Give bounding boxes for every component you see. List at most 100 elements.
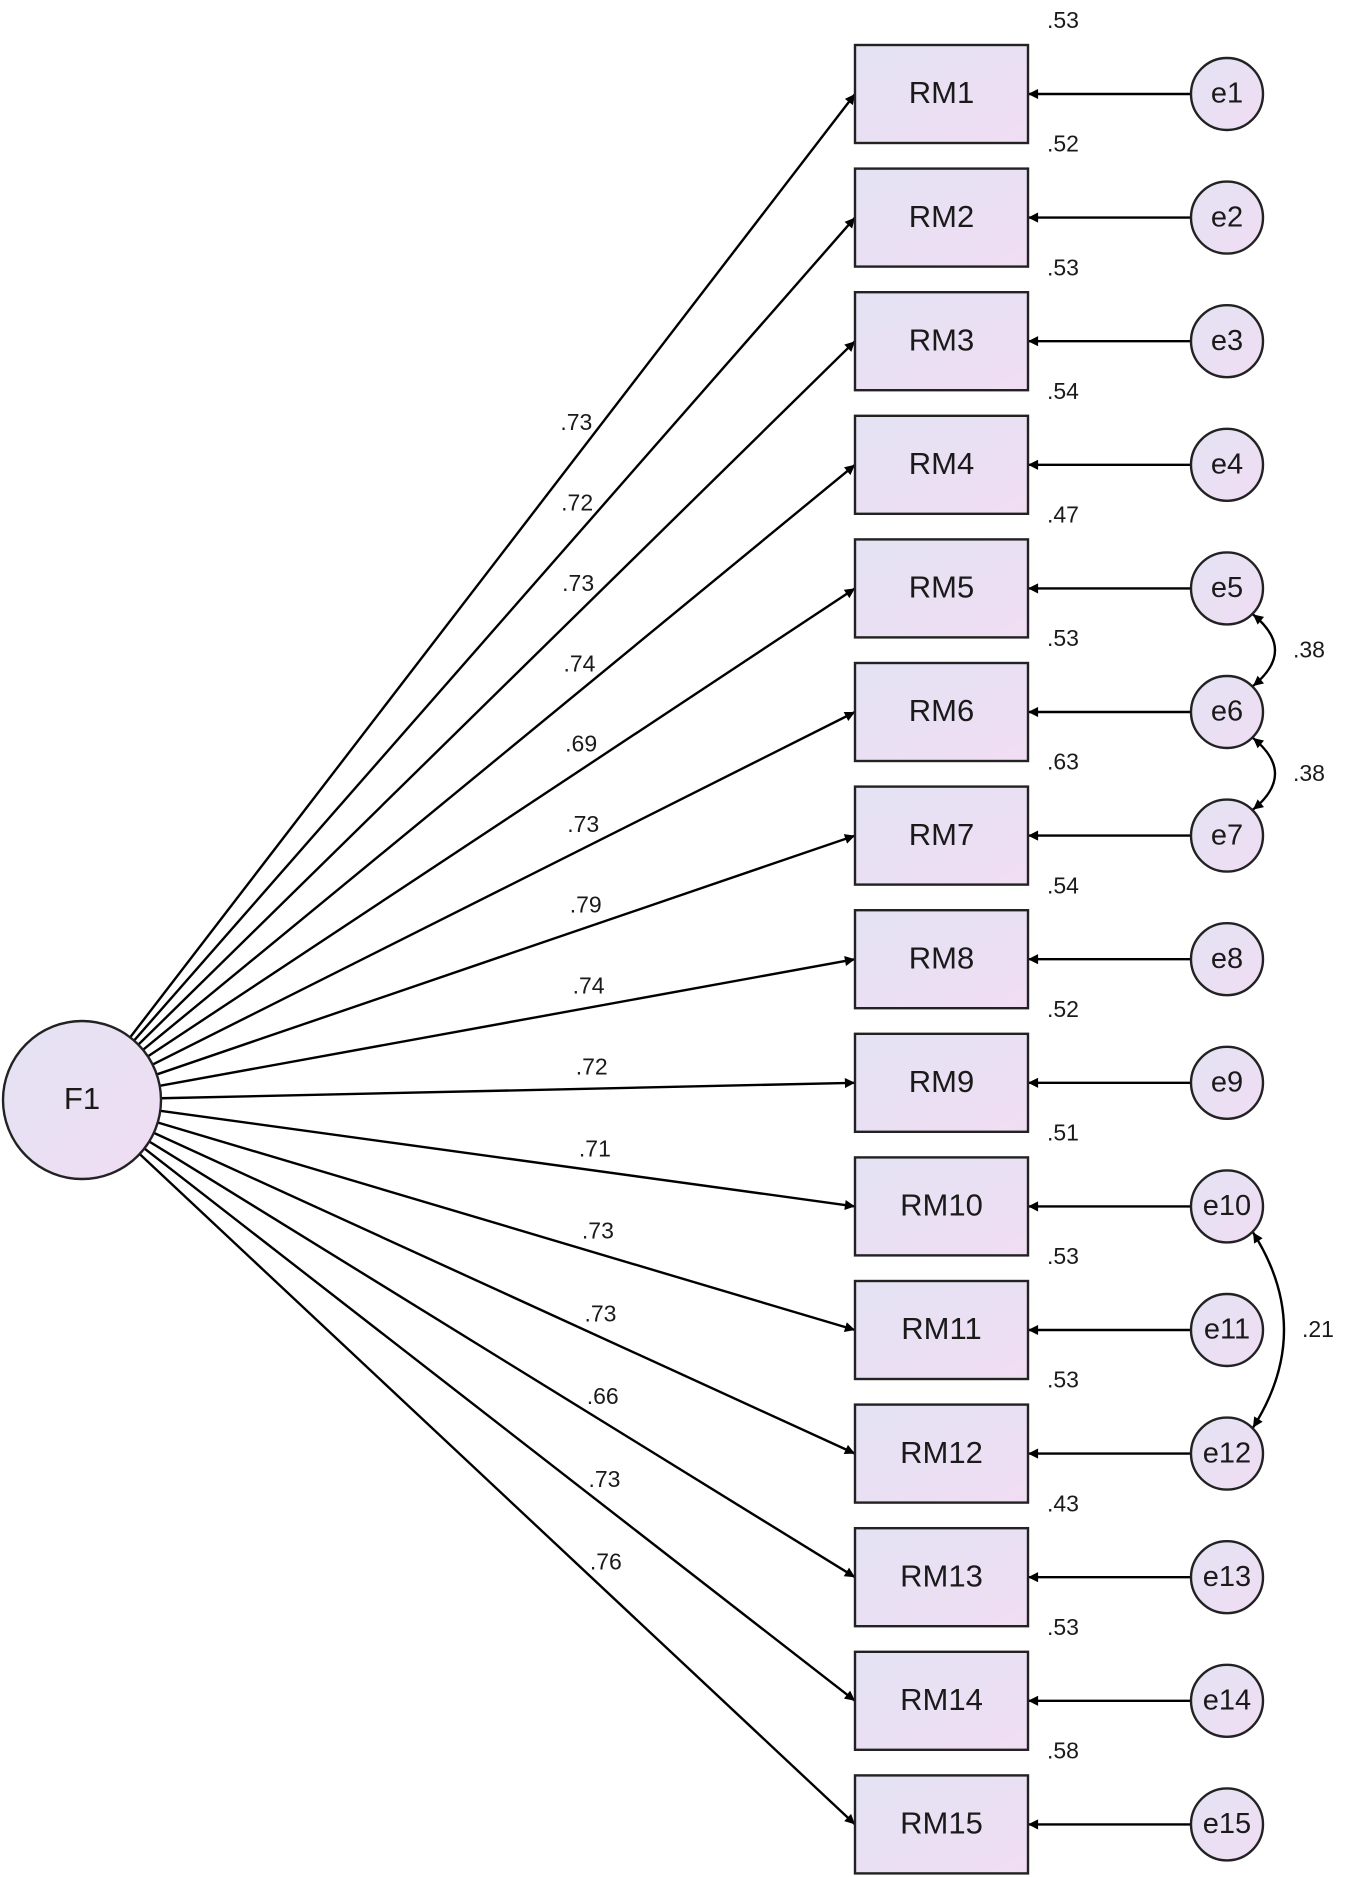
loading-path-rm5 [147, 587, 856, 1058]
r2-label-rm9: .52 [1047, 996, 1079, 1022]
loading-label-rm7: .79 [570, 892, 602, 918]
loading-label-rm13: .66 [587, 1383, 619, 1409]
error-label-e6: e6 [1211, 696, 1243, 728]
r2-label-rm6: .53 [1047, 625, 1079, 651]
loading-label-rm9: .72 [576, 1054, 608, 1080]
error-node-e5 [1189, 551, 1265, 626]
indicator-box-rm15 [853, 1774, 1030, 1875]
indicator-box-rm4 [853, 414, 1030, 515]
error-node-e2 [1189, 180, 1265, 255]
loading-path-rm4 [142, 463, 856, 1051]
loading-path-rm6 [152, 710, 856, 1066]
error-label-e15: e15 [1203, 1808, 1251, 1840]
indicator-label-rm5: RM5 [909, 570, 974, 605]
loading-path-rm1 [129, 93, 856, 1039]
r2-label-rm5: .47 [1047, 501, 1079, 527]
r2-label-rm1: .53 [1047, 7, 1079, 33]
error-node-e11 [1189, 1292, 1265, 1368]
r2-label-rm7: .63 [1047, 749, 1079, 775]
covariance-label-e5-e6: .38 [1293, 636, 1325, 662]
loading-label-rm1: .73 [560, 409, 592, 435]
r2-label-rm2: .52 [1047, 131, 1079, 157]
error-label-e5: e5 [1211, 572, 1243, 604]
covariance-label-e10-e12: .21 [1302, 1316, 1334, 1342]
loading-path-rm10 [160, 1109, 856, 1211]
factor-label: F1 [64, 1081, 100, 1116]
indicator-box-rm8 [853, 909, 1030, 1010]
loading-label-rm2: .72 [561, 490, 593, 516]
error-node-e4 [1189, 427, 1265, 502]
error-label-e14: e14 [1203, 1684, 1251, 1716]
r2-label-rm12: .53 [1047, 1367, 1079, 1393]
indicator-label-rm6: RM6 [909, 693, 974, 728]
error-node-e10 [1189, 1169, 1265, 1244]
loading-path-rm8 [159, 956, 856, 1088]
error-label-e1: e1 [1211, 78, 1243, 110]
loading-path-rm3 [137, 340, 856, 1046]
r2-label-rm4: .54 [1047, 378, 1079, 404]
indicator-box-rm2 [853, 167, 1030, 268]
indicator-label-rm14: RM14 [900, 1682, 983, 1717]
loading-label-rm3: .73 [562, 570, 594, 596]
error-node-e8 [1189, 922, 1265, 997]
indicator-box-rm14 [853, 1650, 1030, 1752]
loading-label-rm14: .73 [588, 1466, 620, 1492]
indicator-box-rm13 [853, 1526, 1030, 1628]
labels-layer: .73RM1.53e1.72RM2.52e2.73RM3.53e3.74RM4.… [64, 7, 1334, 1841]
factor-node-f1 [1, 1019, 163, 1181]
indicator-box-rm3 [853, 291, 1030, 392]
indicator-box-rm7 [853, 785, 1030, 886]
r2-label-rm3: .53 [1047, 254, 1079, 280]
indicator-label-rm11: RM11 [901, 1311, 981, 1346]
error-label-e13: e13 [1203, 1561, 1251, 1593]
nodes-layer [1, 43, 1265, 1875]
error-node-e6 [1189, 674, 1265, 750]
loading-label-rm8: .74 [573, 972, 605, 998]
error-node-e9 [1189, 1045, 1265, 1121]
loading-path-rm11 [157, 1121, 856, 1332]
loading-path-rm14 [143, 1147, 856, 1702]
error-label-e8: e8 [1211, 943, 1243, 975]
error-label-e3: e3 [1211, 325, 1243, 357]
r2-label-rm13: .43 [1047, 1490, 1079, 1516]
error-node-e15 [1189, 1787, 1265, 1862]
covariance-e6-e7 [1252, 737, 1277, 811]
loading-label-rm11: .73 [582, 1218, 614, 1244]
indicator-box-rm5 [853, 538, 1030, 639]
loading-label-rm4: .74 [563, 650, 595, 676]
loading-path-rm13 [148, 1140, 856, 1579]
loading-label-rm6: .73 [567, 811, 599, 837]
loading-label-rm12: .73 [585, 1300, 617, 1326]
error-label-e11: e11 [1204, 1314, 1250, 1346]
indicator-label-rm3: RM3 [909, 322, 974, 357]
covariance-e5-e6 [1252, 613, 1277, 687]
indicator-box-rm9 [853, 1032, 1030, 1134]
loading-path-rm15 [138, 1153, 856, 1826]
r2-label-rm15: .58 [1047, 1737, 1079, 1763]
error-label-e9: e9 [1211, 1066, 1243, 1098]
error-label-e4: e4 [1211, 448, 1243, 480]
error-node-e13 [1189, 1539, 1265, 1615]
r2-label-rm10: .51 [1047, 1119, 1079, 1145]
loading-path-rm2 [133, 216, 856, 1042]
loading-path-rm9 [160, 1077, 856, 1100]
error-node-e3 [1189, 304, 1265, 379]
covariance-e10-e12 [1251, 1231, 1286, 1429]
indicator-label-rm9: RM9 [909, 1064, 974, 1099]
r2-label-rm8: .54 [1047, 872, 1079, 898]
indicator-label-rm13: RM13 [900, 1558, 983, 1593]
loading-label-rm15: .76 [590, 1549, 622, 1575]
indicator-box-rm11 [853, 1279, 1030, 1381]
covariance-label-e6-e7: .38 [1293, 760, 1325, 786]
error-label-e7: e7 [1211, 819, 1243, 851]
loading-path-rm12 [153, 1131, 856, 1455]
indicator-label-rm7: RM7 [909, 817, 974, 852]
indicator-label-rm10: RM10 [900, 1188, 983, 1223]
indicator-box-rm6 [853, 661, 1030, 763]
indicator-box-rm10 [853, 1156, 1030, 1257]
paths-layer [129, 88, 1286, 1830]
error-node-e14 [1189, 1663, 1265, 1739]
indicator-label-rm8: RM8 [909, 940, 974, 975]
error-node-e1 [1189, 56, 1265, 132]
